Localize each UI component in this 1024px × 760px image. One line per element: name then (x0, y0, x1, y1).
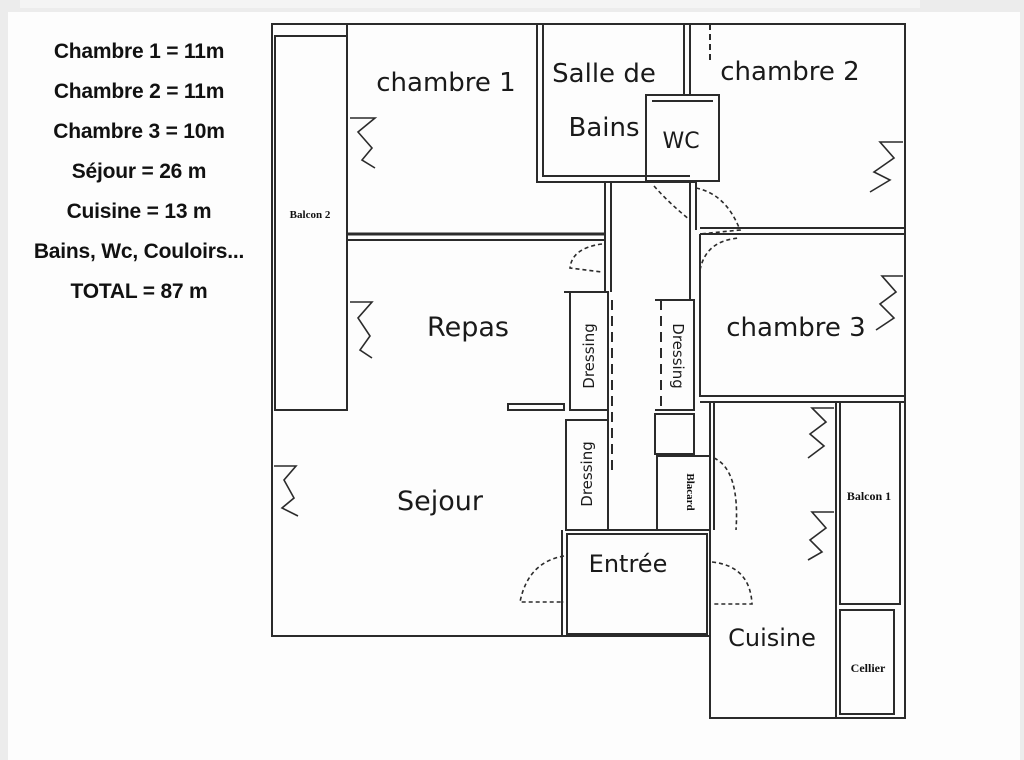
room-label-repas: Repas (427, 312, 509, 343)
legend-cuisine: Cuisine = 13 m (66, 200, 212, 223)
cropped-top-strip (20, 0, 920, 8)
legend-total: TOTAL = 87 m (70, 280, 208, 303)
legend-bains-wc: Bains, Wc, Couloirs... (33, 240, 245, 263)
door-swings (519, 185, 753, 605)
wc-wall (645, 94, 720, 182)
room-label-dressing-1: Dressing (580, 323, 598, 388)
room-label-sejour: Sejour (397, 486, 484, 517)
room-label-blacard: Blacard (684, 473, 696, 510)
window-chambre-3 (875, 275, 903, 331)
window-repas (350, 301, 374, 359)
dressing-3-wall (565, 419, 609, 531)
walls (271, 23, 906, 719)
cellier-wall (839, 609, 895, 715)
balcon-1-wall (839, 401, 901, 605)
legend-sejour: Séjour = 26 m (71, 160, 207, 183)
door-wc (653, 185, 691, 221)
door-chambre-3 (699, 237, 741, 271)
door-cuisine (711, 561, 753, 605)
windows (274, 117, 903, 561)
room-label-cellier: Cellier (851, 661, 886, 675)
room-label-dressing-3: Dressing (578, 441, 596, 506)
window-chambre-1 (350, 117, 378, 169)
legend-chambre-3: Chambre 3 = 10m (53, 120, 225, 143)
legend-chambre-1: Chambre 1 = 11m (53, 40, 225, 63)
window-chambre-2 (869, 141, 903, 193)
balcon-2-wall (274, 35, 348, 411)
room-label-wc: WC (662, 129, 699, 154)
door-blacard (713, 457, 738, 531)
door-repas (569, 243, 603, 273)
window-sejour (274, 465, 299, 517)
door-entree (519, 555, 565, 603)
room-label-cuisine: Cuisine (728, 624, 816, 652)
room-label-chambre-3: chambre 3 (726, 313, 865, 343)
room-label-balcon-2: Balcon 2 (290, 209, 331, 221)
room-label-entree: Entrée (589, 550, 668, 578)
door-chambre-2 (695, 187, 742, 235)
room-label-balcon-1: Balcon 1 (847, 489, 891, 503)
room-label-salle-line-2: Bains (568, 113, 639, 143)
window-cuisine-2 (807, 511, 834, 561)
blacard-wall (656, 455, 711, 531)
room-label-salle-line-1: Salle de (552, 59, 656, 89)
legend-chambre-2: Chambre 2 = 11m (53, 80, 225, 103)
entree-wall (566, 533, 708, 635)
room-label-dressing-2: Dressing (669, 323, 687, 388)
window-cuisine-1 (807, 407, 834, 459)
room-label-chambre-1: chambre 1 (376, 68, 515, 98)
room-label-chambre-2: chambre 2 (720, 57, 859, 87)
